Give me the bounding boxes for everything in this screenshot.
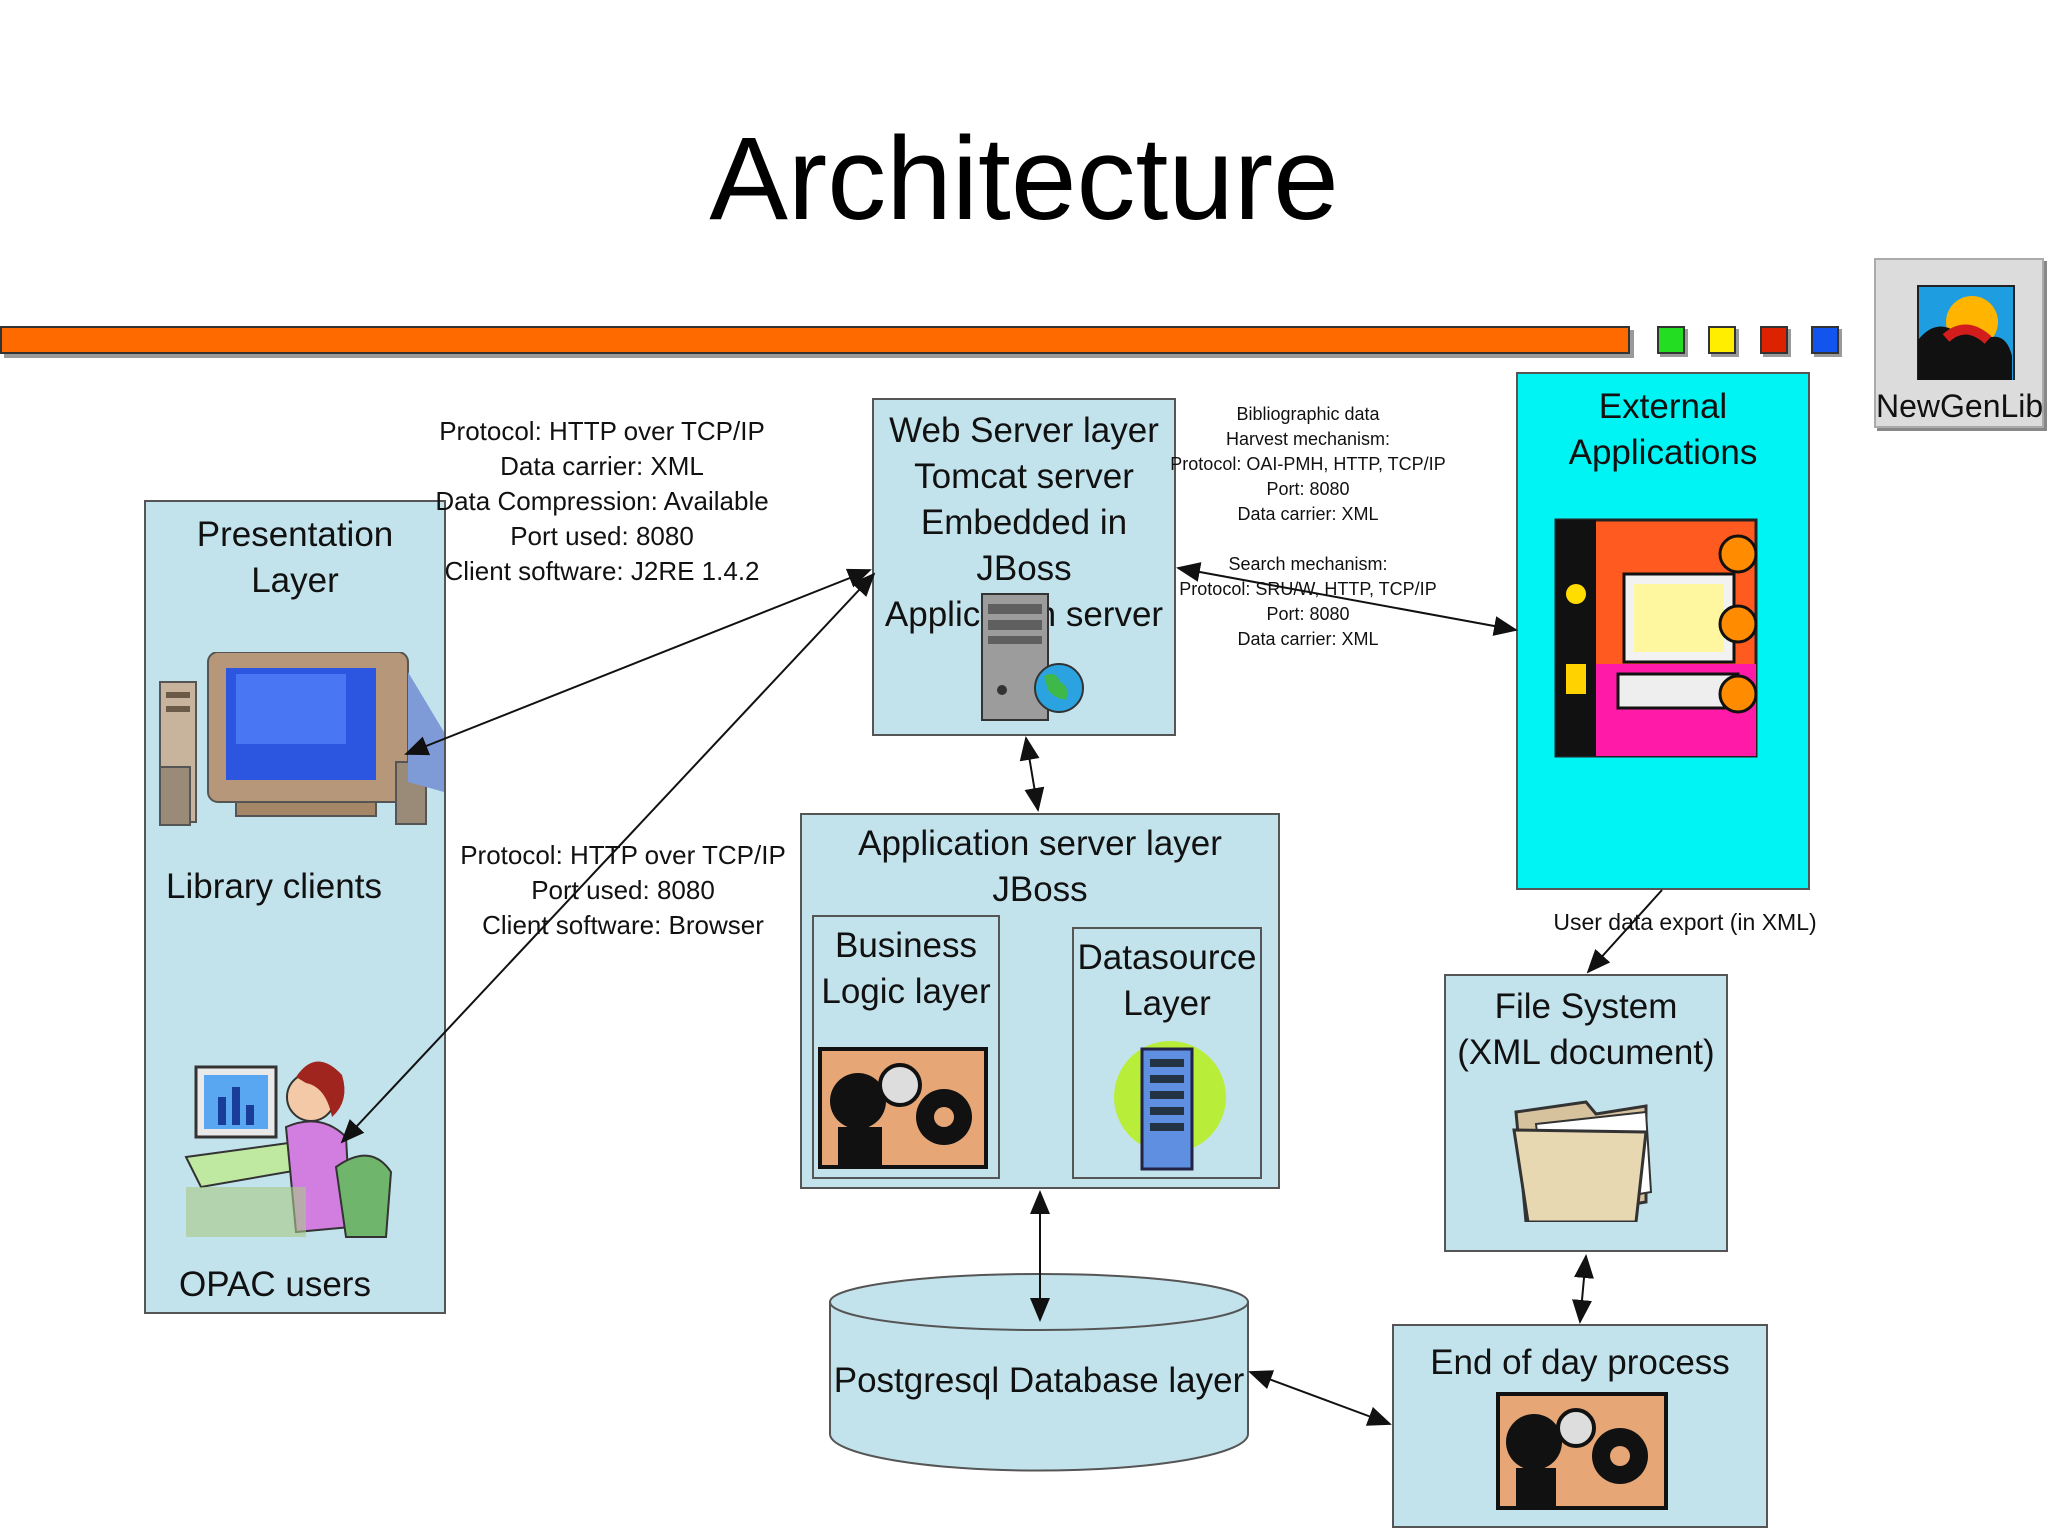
newgenlib-logo-icon [1917,285,2015,380]
web-to-app-server-arrow [1019,736,1045,812]
application-server-layer-box: Application server layer JBoss Business … [800,813,1280,1189]
search-mechanism-note: Search mechanism: Protocol: SRU/W, HTTP,… [1179,554,1437,649]
opac-users-arrow [340,572,876,1144]
opac-users-label: OPAC users [179,1265,371,1304]
web-server-layer-box: Web Server layer Tomcat server Embedded … [872,398,1176,736]
folder-icon [1512,1100,1653,1222]
opac-user-icon [184,1061,393,1238]
library-clients-arrow [404,568,872,756]
application-server-layer-title: Application server layer JBoss [858,824,1222,909]
file-system-to-end-of-day-arrow [1572,1254,1594,1324]
opac-protocol-note: Protocol: HTTP over TCP/IP Port used: 80… [460,840,786,940]
user-data-export-arrow [1586,889,1663,974]
database-label: Postgresql Database layer [833,1361,1245,1400]
datasource-server-icon [1114,1041,1226,1171]
end-of-day-process-box: End of day process [1392,1324,1768,1528]
client-protocol-note: Protocol: HTTP over TCP/IP Data carrier:… [435,416,769,586]
red-square-icon [1760,326,1788,354]
presentation-layer-title: Presentation Layer [196,515,394,600]
file-system-title: File System (XML document) [1457,987,1715,1072]
end-of-day-process-title: End of day process [1430,1343,1730,1382]
datasource-layer-box: Datasource Layer [1072,927,1262,1179]
web-server-icon [981,593,1084,721]
newgenlib-logo: NewGenLib [1874,258,2044,428]
harvest-mechanism-note: Bibliographic data Harvest mechanism: Pr… [1170,404,1446,524]
blue-square-icon [1811,326,1839,354]
orange-divider-bar [0,326,1630,354]
logo-text: NewGenLib [1876,388,2044,424]
external-applications-title: External Applications [1568,387,1758,472]
datasource-layer-title: Datasource Layer [1077,938,1257,1023]
process-gears-icon [1496,1392,1668,1510]
external-applications-arrow [1176,562,1518,636]
yellow-square-icon [1708,326,1736,354]
multimedia-computer-icon [1554,518,1758,758]
file-system-box: File System (XML document) [1444,974,1728,1252]
user-data-export-note: User data export (in XML) [1553,909,1817,935]
web-server-layer-title: Web Server layer Tomcat server Embedded … [884,411,1164,634]
database-to-end-of-day-arrow [1248,1370,1392,1426]
green-square-icon [1657,326,1685,354]
external-applications-box: External Applications [1516,372,1810,890]
page-title: Architecture [709,113,1339,245]
